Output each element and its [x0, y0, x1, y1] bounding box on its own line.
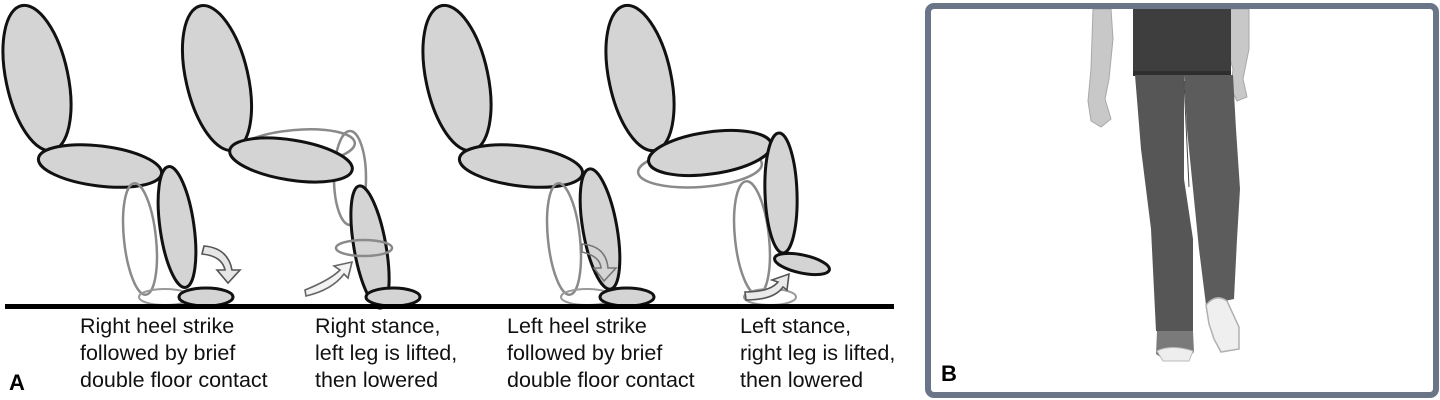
- caption-right-heel-strike: Right heel strike followed by brief doub…: [80, 314, 268, 392]
- gait-diagram: [1, 3, 894, 310]
- figure-left-stance: [604, 3, 831, 306]
- arrow-up-icon: [304, 260, 354, 297]
- arrow-down-icon: [581, 243, 618, 283]
- caption-left-stance: Left stance, right leg is lifted, then l…: [740, 314, 896, 392]
- panel-b-label: B: [941, 361, 957, 386]
- caption-right-stance: Right stance, left leg is lifted, then l…: [315, 314, 458, 392]
- arrow-up-icon: [744, 272, 790, 301]
- panel-a-gait-phases: A Right heel strike followed by brief do…: [1, 3, 896, 395]
- floor-line: [5, 304, 894, 309]
- trousers-right-leg: [1184, 75, 1240, 305]
- shirt: [1133, 9, 1231, 75]
- walking-person-illustration: [1087, 9, 1250, 362]
- panel-b-walking-illustration: B: [925, 3, 1439, 398]
- figure-right-heel-strike: [1, 3, 242, 308]
- right-shoe: [1205, 297, 1240, 353]
- left-arm: [1087, 9, 1114, 128]
- caption-left-heel-strike: Left heel strike followed by brief doubl…: [507, 314, 695, 392]
- figure-left-heel-strike: [421, 3, 656, 308]
- trousers-left-leg: [1135, 75, 1193, 331]
- figure-right-stance: [181, 4, 422, 310]
- panel-a-label: A: [9, 370, 25, 395]
- arrow-down-icon: [200, 245, 242, 285]
